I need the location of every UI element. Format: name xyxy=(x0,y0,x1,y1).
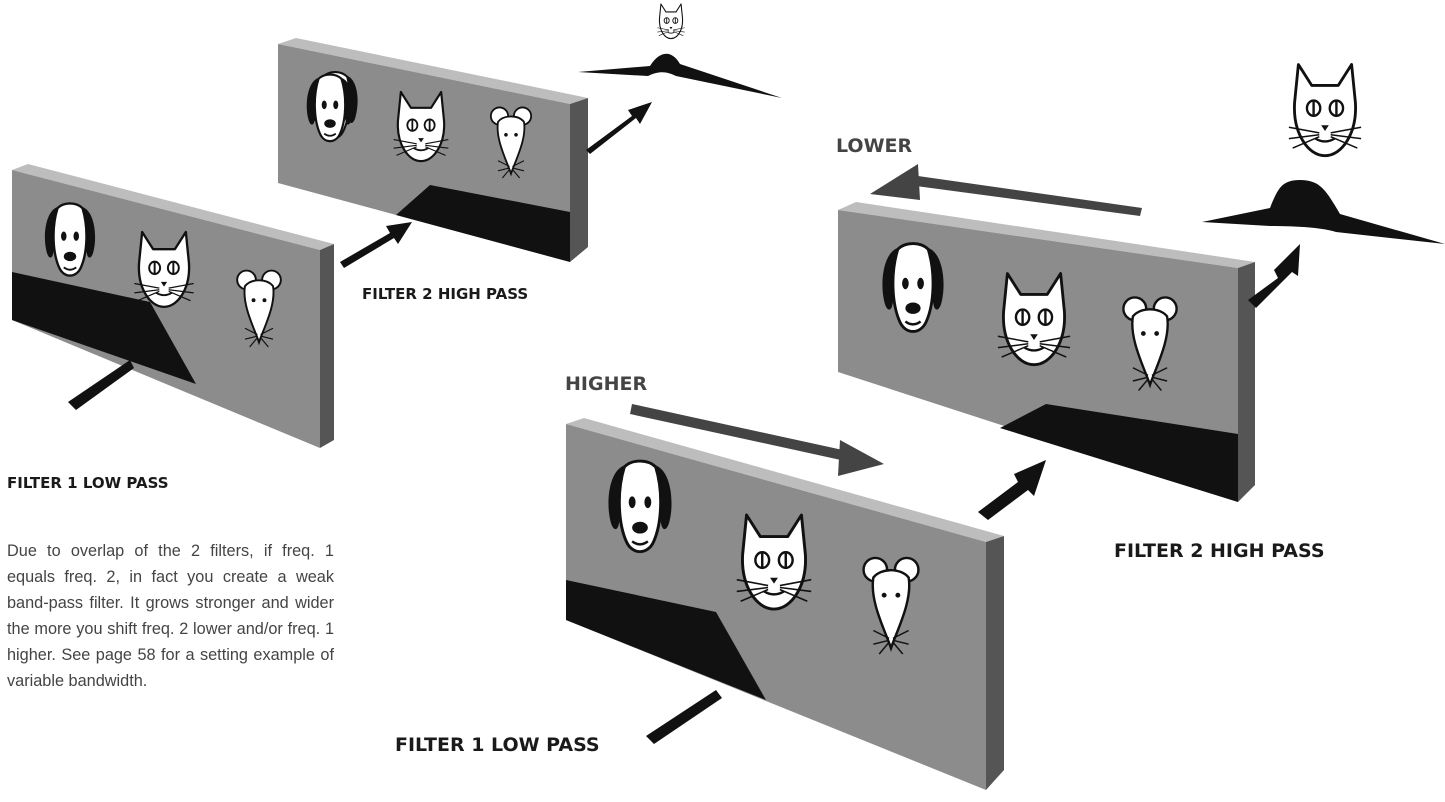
right-signal-arrow-out xyxy=(1248,244,1300,308)
right-filter1-label: FILTER 1 LOW PASS xyxy=(395,734,600,756)
higher-arrow xyxy=(630,404,884,476)
explanation-caption: Due to overlap of the 2 filters, if freq… xyxy=(7,542,334,690)
right-filter2-label: FILTER 2 HIGH PASS xyxy=(1114,540,1325,562)
left-signal-arrow-in xyxy=(68,360,134,410)
right-output-curve xyxy=(1202,180,1445,244)
left-output-curve xyxy=(578,53,782,98)
lower-arrow xyxy=(870,164,1142,216)
higher-label: HIGHER xyxy=(565,373,648,395)
lower-label: LOWER xyxy=(836,135,913,157)
left-signal-arrow-mid xyxy=(340,222,412,268)
cat-icon xyxy=(656,3,686,40)
left-filter2-label: FILTER 2 HIGH PASS xyxy=(362,285,529,303)
right-signal-arrow-in xyxy=(646,690,722,744)
left-signal-arrow-out xyxy=(586,102,652,154)
left-filter1-label: FILTER 1 LOW PASS xyxy=(7,474,169,492)
cat-icon xyxy=(1287,63,1363,158)
right-signal-arrow-mid xyxy=(978,460,1046,520)
